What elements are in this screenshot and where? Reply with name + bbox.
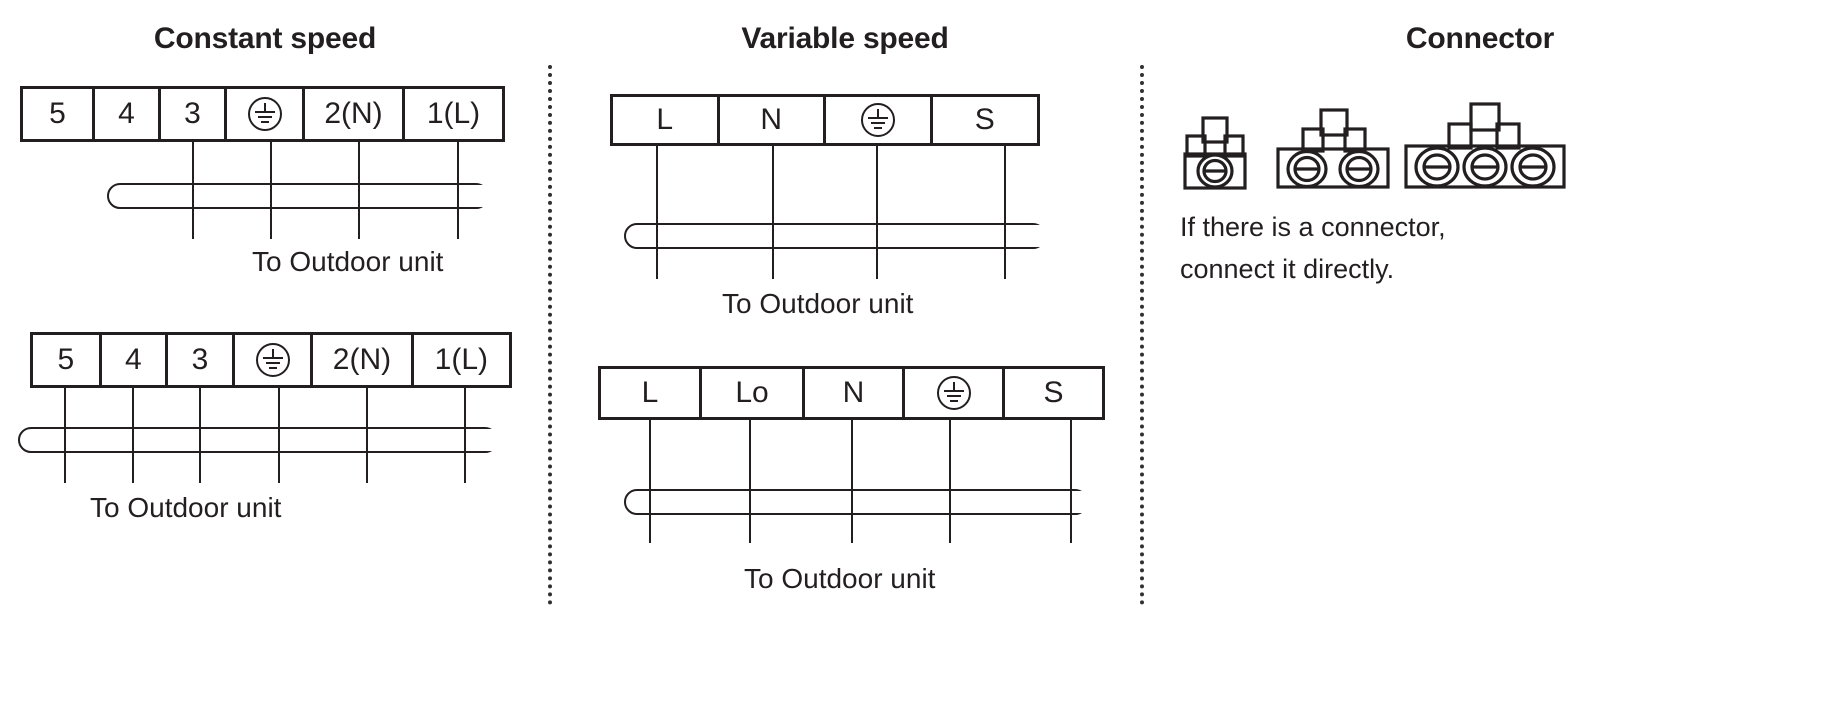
terminal-cell[interactable]: 1(L)	[405, 89, 502, 139]
wire	[649, 419, 651, 543]
wire	[192, 141, 194, 239]
wire	[851, 419, 853, 543]
terminal-cell[interactable]: 5	[33, 335, 102, 385]
wire	[64, 387, 66, 483]
wire	[132, 387, 134, 483]
caption-to-outdoor-unit: To Outdoor unit	[90, 492, 282, 523]
terminal-cell-earth[interactable]	[826, 97, 933, 143]
sleeve-open-end	[1073, 491, 1090, 513]
wire	[749, 419, 751, 543]
cable-sleeve	[107, 183, 489, 209]
wire	[876, 145, 878, 279]
column-title-variable-speed: Variable speed	[741, 22, 949, 55]
terminal-strip-variable-4wire: L N S	[610, 94, 1040, 146]
wire	[457, 141, 459, 239]
earth-ground-icon	[936, 376, 971, 410]
wire	[656, 145, 658, 279]
terminal-cell[interactable]: N	[719, 97, 826, 143]
cable-sleeve	[624, 489, 1088, 515]
connector-note-line-2: connect it directly.	[1180, 254, 1395, 284]
terminal-cell[interactable]: 3	[168, 335, 235, 385]
terminal-cell[interactable]: 5	[23, 89, 95, 139]
wire	[270, 141, 272, 239]
wire	[278, 387, 280, 483]
terminal-cell-earth[interactable]	[227, 89, 305, 139]
sleeve-open-end	[1031, 225, 1048, 247]
connector-3-pole-icon	[1402, 98, 1568, 191]
terminal-cell[interactable]: S	[932, 97, 1037, 143]
cable-sleeve	[18, 427, 498, 453]
connector-note-line-1: If there is a connector,	[1180, 212, 1446, 242]
terminal-cell[interactable]: N	[805, 369, 905, 417]
wire	[1004, 145, 1006, 279]
terminal-cell-earth[interactable]	[234, 335, 314, 385]
wire	[464, 387, 466, 483]
connector-1-pole-icon	[1180, 110, 1250, 190]
column-title-connector: Connector	[1405, 22, 1555, 55]
earth-ground-icon	[255, 343, 290, 377]
caption-to-outdoor-unit: To Outdoor unit	[722, 288, 914, 319]
divider-right	[1140, 65, 1144, 605]
sleeve-open-end	[474, 185, 491, 207]
terminal-cell[interactable]: S	[1005, 369, 1102, 417]
wire	[1070, 419, 1072, 543]
terminal-cell[interactable]: 3	[161, 89, 227, 139]
divider-left	[548, 65, 552, 605]
wire	[366, 387, 368, 483]
earth-ground-icon	[860, 103, 895, 137]
terminal-strip-constant-6wire: 5 4 3 2(N) 1(L)	[30, 332, 512, 388]
terminal-cell[interactable]: 2(N)	[313, 335, 414, 385]
caption-to-outdoor-unit: To Outdoor unit	[252, 246, 444, 277]
terminal-cell[interactable]: Lo	[702, 369, 805, 417]
sleeve-open-end	[483, 429, 500, 451]
terminal-cell[interactable]: 4	[95, 89, 161, 139]
wire	[199, 387, 201, 483]
earth-ground-icon	[247, 97, 282, 131]
column-title-constant-speed: Constant speed	[153, 22, 377, 55]
connector-2-pole-icon	[1274, 103, 1392, 191]
cable-sleeve	[624, 223, 1046, 249]
terminal-strip-constant-4wire: 5 4 3 2(N) 1(L)	[20, 86, 505, 142]
terminal-strip-variable-5wire: L Lo N S	[598, 366, 1105, 420]
wire	[949, 419, 951, 543]
wire	[772, 145, 774, 279]
terminal-cell[interactable]: L	[613, 97, 720, 143]
terminal-cell[interactable]: L	[601, 369, 702, 417]
terminal-cell[interactable]: 4	[101, 335, 169, 385]
caption-to-outdoor-unit: To Outdoor unit	[744, 563, 936, 594]
terminal-cell[interactable]: 2(N)	[305, 89, 405, 139]
wire	[358, 141, 360, 239]
terminal-cell[interactable]: 1(L)	[413, 335, 510, 385]
terminal-cell-earth[interactable]	[905, 369, 1005, 417]
